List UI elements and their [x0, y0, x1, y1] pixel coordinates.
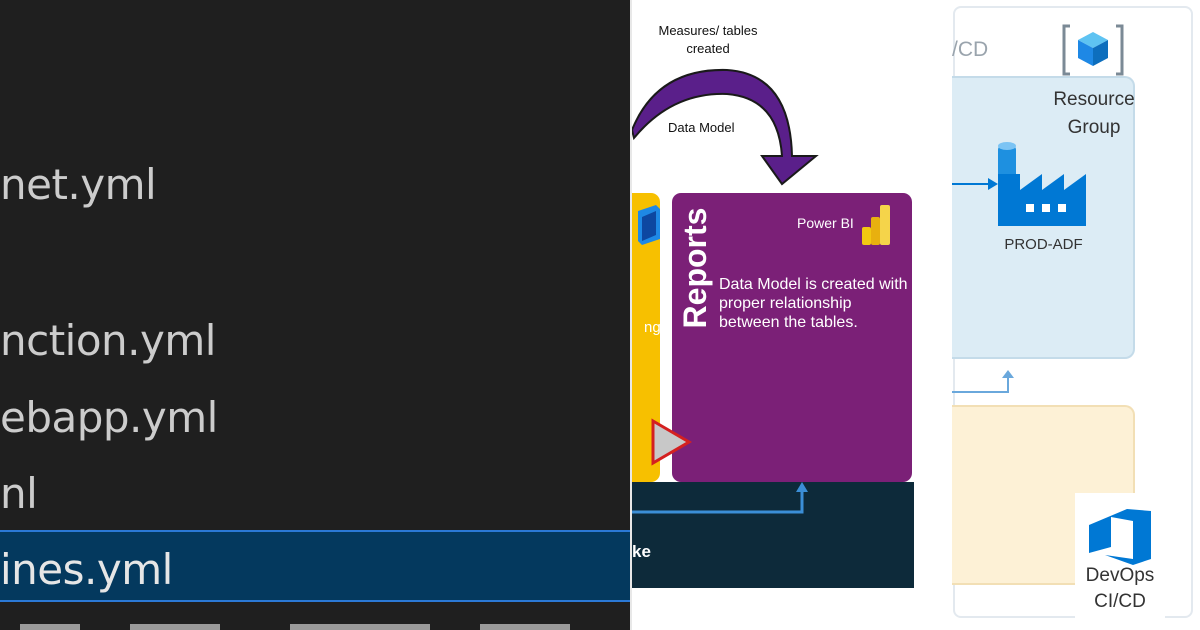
cicd-header-fragment: /CD — [952, 38, 989, 61]
panel-divider — [630, 0, 632, 630]
upward-connector-icon — [952, 370, 1014, 393]
reports-card: Reports Power BI Data Model is created w… — [672, 193, 912, 482]
cicd-label: CI/CD — [1094, 591, 1146, 612]
bottom-bar-text: ke — [632, 542, 651, 561]
file-item-net[interactable]: net.yml — [0, 160, 157, 209]
devops-diagram: /CD Resource Group PROD-ADF DevOps CI — [952, 0, 1200, 630]
powerbi-icon — [862, 205, 890, 245]
resource-group-box: Resource Group PROD-ADF — [952, 76, 1135, 359]
azure-devops-icon — [1089, 509, 1151, 565]
powerbi-label: Power BI — [797, 215, 854, 231]
connector-arrow-icon — [632, 482, 808, 514]
file-item-pipelines[interactable]: ines.yml — [0, 545, 173, 594]
yellow-card-text: ng — [644, 319, 661, 336]
devops-label: DevOps — [1085, 565, 1155, 586]
data-source-bar: ke — [632, 482, 914, 588]
resource-group-label: Resource Group — [1053, 89, 1135, 138]
editor-file-list: net.yml nction.yml ebapp.yml nl ines.yml — [0, 0, 630, 630]
file-item-selected-highlight[interactable] — [0, 530, 630, 602]
file-item-partial — [0, 614, 630, 630]
reports-title: Reports — [677, 207, 713, 329]
cut-off-text-decoration — [20, 624, 570, 630]
adf-factory-icon — [952, 142, 1086, 226]
file-item-yml[interactable]: nl — [0, 469, 38, 518]
azure-cube-icon — [638, 205, 660, 245]
measures-tables-label: Measures/ tables created — [658, 23, 758, 56]
reports-description: Data Model is created with proper relati… — [719, 276, 908, 331]
curved-arrow-icon — [632, 68, 819, 186]
file-item-webapp[interactable]: ebapp.yml — [0, 393, 218, 442]
devops-icon-container: DevOps CI/CD — [1075, 493, 1165, 618]
data-model-label: Data Model — [668, 120, 735, 135]
resource-group-icon — [1062, 24, 1124, 76]
prod-adf-label: PROD-ADF — [1004, 236, 1083, 253]
file-item-function[interactable]: nction.yml — [0, 316, 216, 365]
architecture-diagram: Measures/ tables created Data Model ng R… — [632, 0, 952, 630]
play-triangle-icon — [651, 418, 692, 466]
